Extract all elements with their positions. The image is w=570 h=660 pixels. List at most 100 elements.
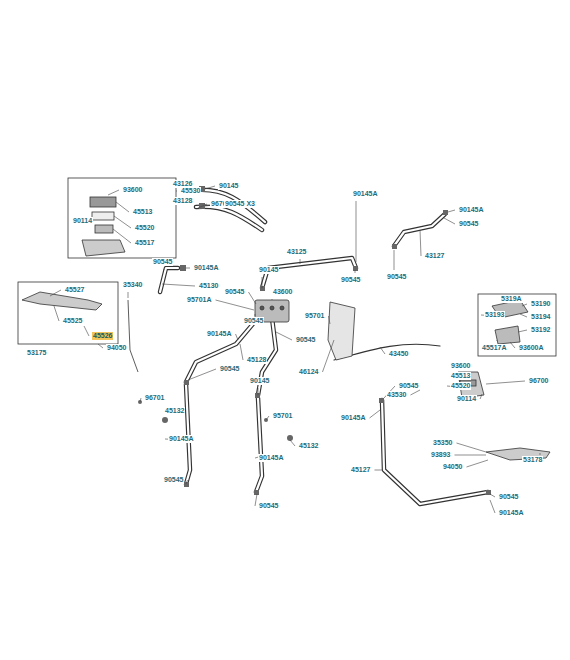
leader-line [454, 455, 486, 456]
leader-line [420, 230, 421, 256]
callout-number: 90114 [456, 395, 477, 403]
leader-line [255, 494, 257, 506]
leader-line [176, 191, 177, 192]
leader-line [188, 369, 216, 380]
leader-line [116, 202, 129, 212]
leader-line [490, 500, 495, 513]
callout-number: 90145A [258, 454, 285, 462]
callout-number: 90114 [72, 217, 93, 225]
leader-line [444, 218, 455, 224]
callout-number: 45127 [350, 466, 371, 474]
hoses [160, 190, 488, 504]
callout-number: 90145A [352, 190, 379, 198]
leader-line [84, 326, 89, 336]
callout-number: 95701A [186, 296, 213, 304]
leader-line [448, 210, 455, 212]
leader-line [522, 304, 527, 306]
leader-line [248, 292, 256, 304]
callout-number: 90145A [193, 264, 220, 272]
callout-number: 90545 [458, 220, 479, 228]
callout-number: 96701 [144, 394, 165, 402]
leader-line [164, 269, 165, 270]
callout-number: 45132 [298, 442, 319, 450]
leader-line [108, 190, 119, 195]
callout-number: 94050 [442, 463, 463, 471]
leader-line [240, 344, 243, 360]
leader-line [380, 347, 385, 354]
callout-number: 90545 [295, 336, 316, 344]
leader-line [540, 453, 541, 455]
leader-line [50, 290, 61, 296]
callout-number: 93600A [518, 344, 545, 352]
callout-number: 93600 [122, 186, 143, 194]
leader-line [410, 390, 420, 395]
callout-number: 45520 [134, 224, 155, 232]
callout-number: 93893 [430, 451, 451, 459]
leader-line [216, 300, 254, 310]
callout-number: 53192 [530, 326, 551, 334]
callout-number: 5319A [500, 295, 523, 303]
leader-line [186, 268, 190, 269]
leader-line [356, 201, 357, 262]
callout-number: 90545 [243, 317, 264, 325]
callout-number: 90545 [219, 365, 240, 373]
leader-line [262, 277, 263, 288]
callout-number: 90145A [340, 414, 367, 422]
leader-line [520, 314, 527, 317]
leader-line [258, 388, 259, 395]
callout-number: 53194 [530, 313, 551, 321]
callout-number: 90545 [258, 502, 279, 510]
leader-line [480, 394, 482, 399]
callout-number: 43127 [424, 252, 445, 260]
group-box [68, 178, 176, 258]
callout-number: 46124 [298, 368, 319, 376]
bracket [328, 302, 355, 360]
master-cylinder [82, 240, 125, 256]
callout-number: 45517 [134, 239, 155, 247]
leader-line [518, 330, 527, 332]
leader-line [370, 410, 380, 418]
callout-number: 45130 [198, 282, 219, 290]
leader-line [113, 229, 131, 243]
callout-number: 90545 [224, 288, 245, 296]
callout-number: 45513 [450, 372, 471, 380]
leader-line [186, 480, 187, 484]
callout-number: 53178 [522, 456, 543, 464]
callout-number: 90145A [168, 435, 195, 443]
leader-line [290, 440, 295, 446]
callout-number: 45525 [62, 317, 83, 325]
callout-number: 90145 [258, 266, 279, 274]
callout-number: 53175 [26, 349, 47, 357]
group-box [478, 294, 556, 356]
callout-number: 90545 X3 [224, 200, 256, 208]
callout-number: 90145A [206, 330, 233, 338]
callout-number: 35350 [432, 439, 453, 447]
callout-number: 43125 [286, 248, 307, 256]
leader-line [272, 299, 273, 300]
leader-line [236, 334, 238, 340]
leader-line [510, 342, 515, 348]
callout-number: 45517A [481, 344, 508, 352]
leader-line [114, 216, 131, 228]
leader-line [140, 398, 141, 402]
callout-number: 45132 [164, 407, 185, 415]
callout-number: 90145 [249, 377, 270, 385]
parts [22, 197, 550, 460]
callout-number: 45527 [64, 286, 85, 294]
callout-number: 45530 [180, 187, 201, 195]
callout-number: 94050 [106, 344, 127, 352]
callout-number: 43450 [388, 350, 409, 358]
leader-line [486, 381, 525, 384]
callout-number: 90145 [218, 182, 239, 190]
callout-number: 90145A [498, 509, 525, 517]
leader-line [54, 306, 59, 321]
callout-number: 90545 [398, 382, 419, 390]
callout-number: 90545 [386, 273, 407, 281]
callout-number: 53193 [484, 311, 505, 319]
callout-number: 93600 [450, 362, 471, 370]
callout-number: 90545 [152, 258, 173, 266]
callout-number: 90145A [458, 206, 485, 214]
callout-number: 90545 [340, 276, 361, 284]
